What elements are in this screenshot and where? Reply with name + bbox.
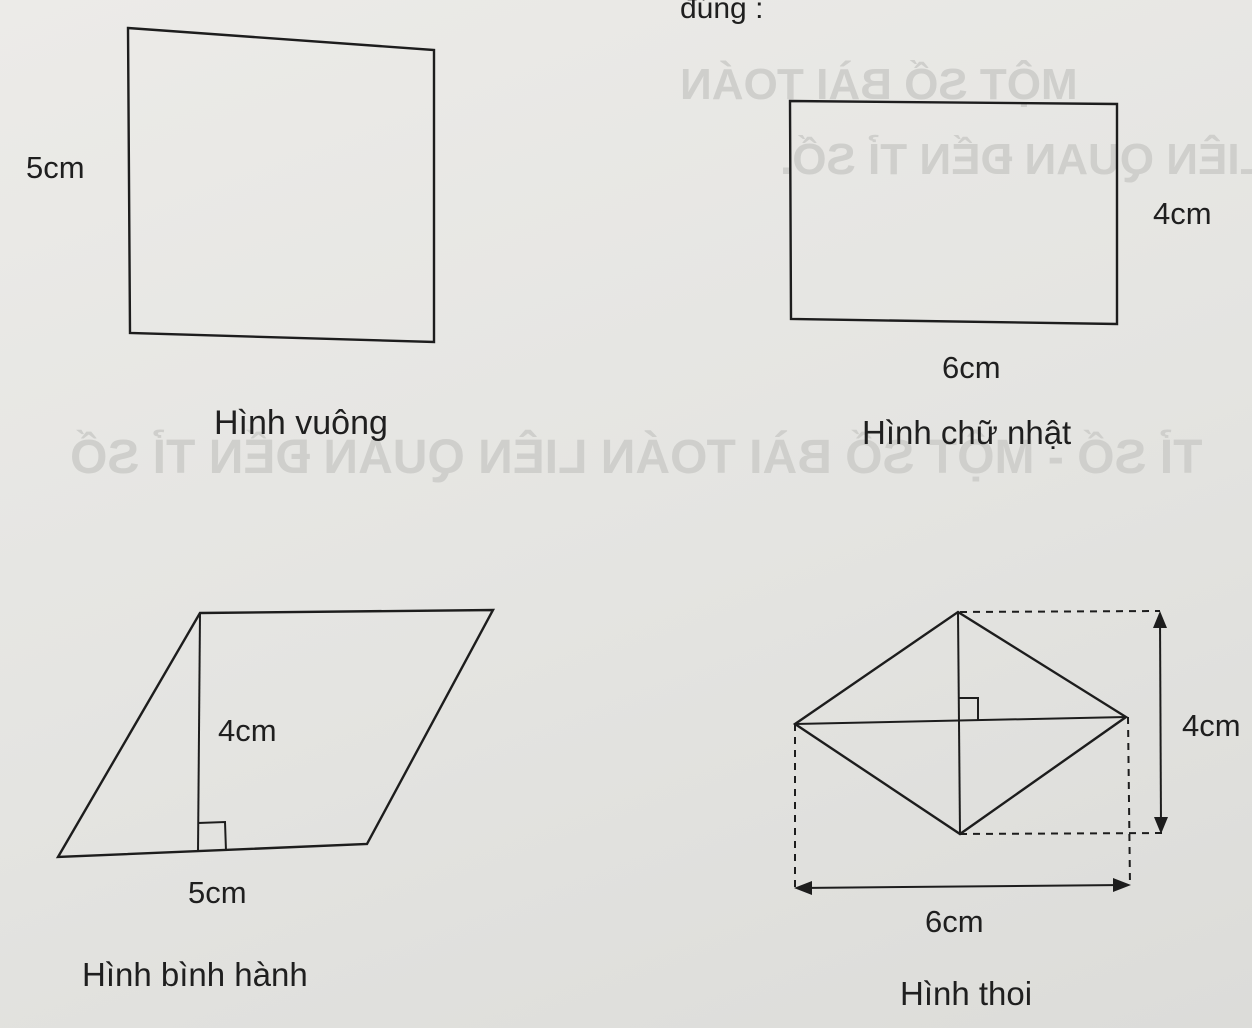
- rectangle-width-label: 6cm: [942, 350, 1001, 385]
- rhombus-guide-top: [959, 610, 1161, 613]
- header-fragment: đúng :: [680, 0, 764, 25]
- rhombus-guide-bottom: [959, 832, 1163, 835]
- arrowhead-left: [794, 881, 812, 895]
- rhombus-diagonal-horizontal: [794, 716, 1127, 725]
- arrowhead-down: [1154, 817, 1168, 834]
- square-name: Hình vuông: [214, 404, 388, 442]
- parallelogram-name: Hình bình hành: [82, 956, 308, 993]
- arrowhead-up: [1153, 611, 1167, 628]
- rhombus-height-label: 4cm: [1182, 708, 1241, 743]
- square-side-label: 5cm: [26, 150, 85, 185]
- parallelogram-base-label: 5cm: [188, 875, 247, 910]
- parallelogram-right-angle-mark: [197, 820, 227, 852]
- rhombus-name: Hình thoi: [900, 975, 1033, 1012]
- rhombus-guide-right: [1127, 716, 1131, 887]
- rhombus-height-arrow: [1159, 617, 1162, 828]
- rectangle-height-label: 4cm: [1153, 196, 1212, 231]
- rhombus-width-arrow: [799, 884, 1125, 889]
- rhombus-width-label: 6cm: [925, 904, 984, 939]
- arrowhead-right: [1113, 878, 1131, 892]
- rectangle-shape: [788, 99, 1119, 326]
- rhombus-right-angle-mark: [959, 697, 979, 720]
- parallelogram-height-label: 4cm: [218, 713, 277, 748]
- square-shape: [126, 26, 436, 344]
- parallelogram-shape: [55, 608, 496, 859]
- rectangle-name: Hình chữ nhật: [862, 414, 1072, 451]
- parallelogram-height-line: [197, 612, 201, 853]
- rhombus-diagonal-vertical: [957, 611, 961, 835]
